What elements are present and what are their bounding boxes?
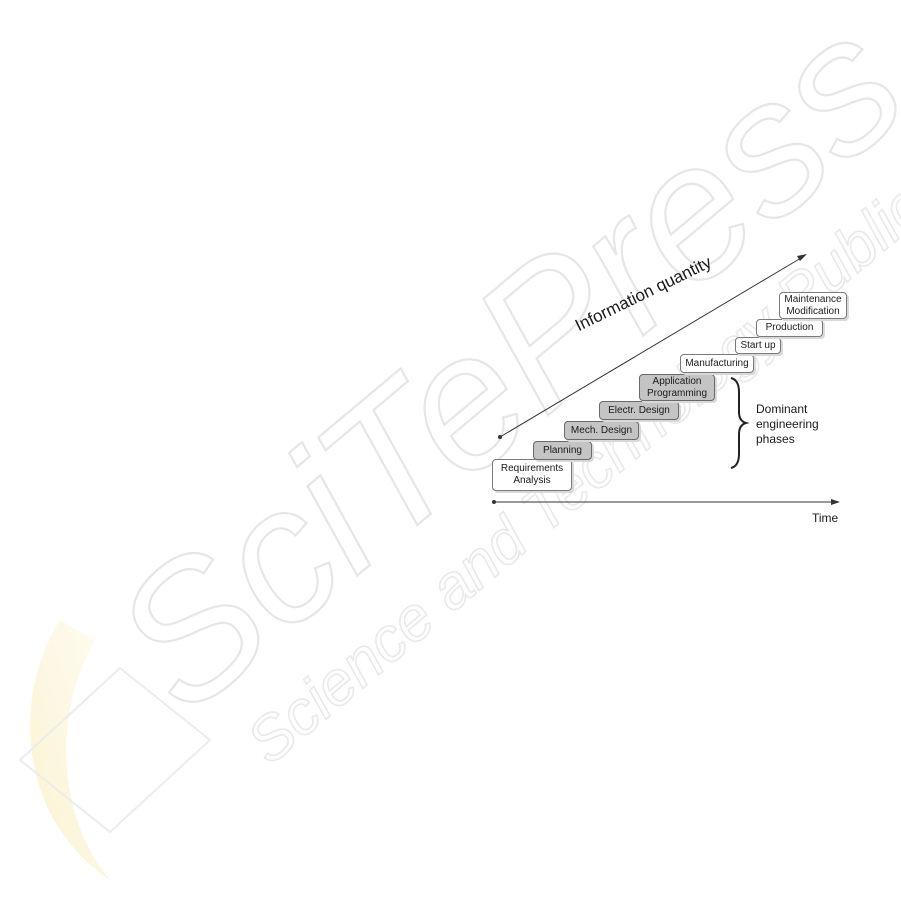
phase-label: Requirements [501,463,563,475]
phase-box: Production [756,319,823,337]
phase-label: Mech. Design [571,425,632,437]
phase-label: Analysis [513,475,550,487]
phase-label: Production [766,322,814,334]
phase-label: Application [653,376,702,388]
phase-label: Start up [740,340,775,352]
phase-label: Programming [647,388,707,400]
bracket-label-line: Dominant [756,402,819,417]
phase-box: Mech. Design [564,421,639,440]
bracket-label-line: phases [756,432,819,447]
time-axis-arrowhead [831,499,840,505]
phase-box: Electr. Design [599,401,679,420]
curly-brace [731,378,746,468]
phase-box: Manufacturing [680,354,754,373]
phase-label: Manufacturing [685,358,748,370]
phase-box: Planning [533,441,592,460]
x-axis-label: Time [812,511,838,526]
bracket-label-line: engineering [756,417,819,432]
bracket-label: Dominant engineering phases [756,402,819,447]
phase-box: Start up [735,337,781,354]
phase-label: Planning [543,445,582,457]
phase-label: Electr. Design [608,405,670,417]
phase-label: Modification [786,306,839,318]
information-axis-origin-dot [498,435,502,439]
time-axis-origin-dot [492,500,496,504]
phase-label: Maintenance [784,294,841,306]
